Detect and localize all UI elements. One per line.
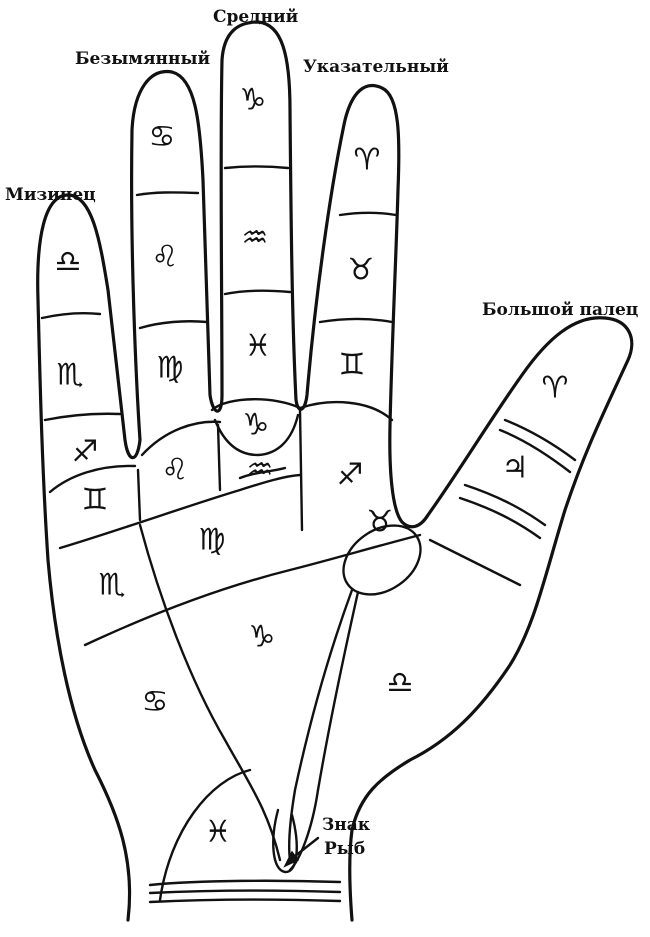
sign-palm-lower-left: ♋ [142,685,169,720]
index-base-arc [300,402,392,420]
sign-middle-top: ♑ [240,83,267,118]
sign-palm-bottom: ♓ [205,815,232,850]
little-finger-label: Мизинец [5,185,96,205]
wrist-line-1 [150,881,340,885]
sign-palm-mid: ♍ [199,523,226,558]
sign-little-palm: ♊ [82,483,109,518]
sign-middle-base: ♑ [243,408,270,443]
sign-index-palm: ♐ [337,458,364,493]
sign-ring-low: ♍ [157,351,184,386]
ring-joint-1 [137,192,198,195]
divider-little-ring [138,470,140,520]
little-joint-2 [45,414,120,420]
divider-middle-index [300,410,302,530]
pisces-label-line2: Рыб [324,839,365,859]
hand-outline [38,22,632,920]
sign-palm-left: ♏ [99,568,126,603]
thumb-label: Большой палец [482,300,638,320]
middle-joint-1 [225,167,288,169]
sign-thumb-top: ♈ [542,371,569,406]
sign-little-top: ♎ [55,245,82,280]
sign-little-low: ♐ [72,435,99,470]
sign-ring-top: ♋ [149,120,176,155]
sign-middle-palm: ♒ [247,453,274,488]
sign-ring-palm: ♌ [162,453,189,488]
index-finger-label: Указательный [303,57,449,77]
middle-finger-label: Средний [213,7,299,27]
sign-index-mid: ♉ [348,253,375,288]
ring-finger-label: Безымянный [75,49,210,69]
index-joint-1 [340,213,396,215]
divider-ring-middle [218,425,220,490]
wrist-line-2 [150,891,340,893]
sign-venus-center: ♉ [367,505,394,540]
thumb-joint-4 [460,498,540,538]
thumb-base-line [430,540,520,585]
sign-middle-low: ♓ [245,329,272,364]
ring-base-arc [142,422,220,455]
sign-thumb-mid: ♃ [502,451,529,486]
ring-joint-2 [140,321,207,328]
sign-index-low: ♊ [339,348,366,383]
sign-index-top: ♈ [354,143,381,178]
sign-middle-mid: ♒ [242,221,269,256]
sign-ring-mid: ♌ [152,240,179,275]
little-joint-1 [42,313,100,318]
index-joint-2 [320,319,392,322]
sign-little-mid: ♏ [57,358,84,393]
wrist-line-3 [150,900,340,902]
sign-palm-center: ♑ [249,620,276,655]
sign-palm-right: ♎ [387,666,414,701]
middle-joint-2 [225,291,290,294]
pisces-label-line1: Знак [322,815,371,835]
